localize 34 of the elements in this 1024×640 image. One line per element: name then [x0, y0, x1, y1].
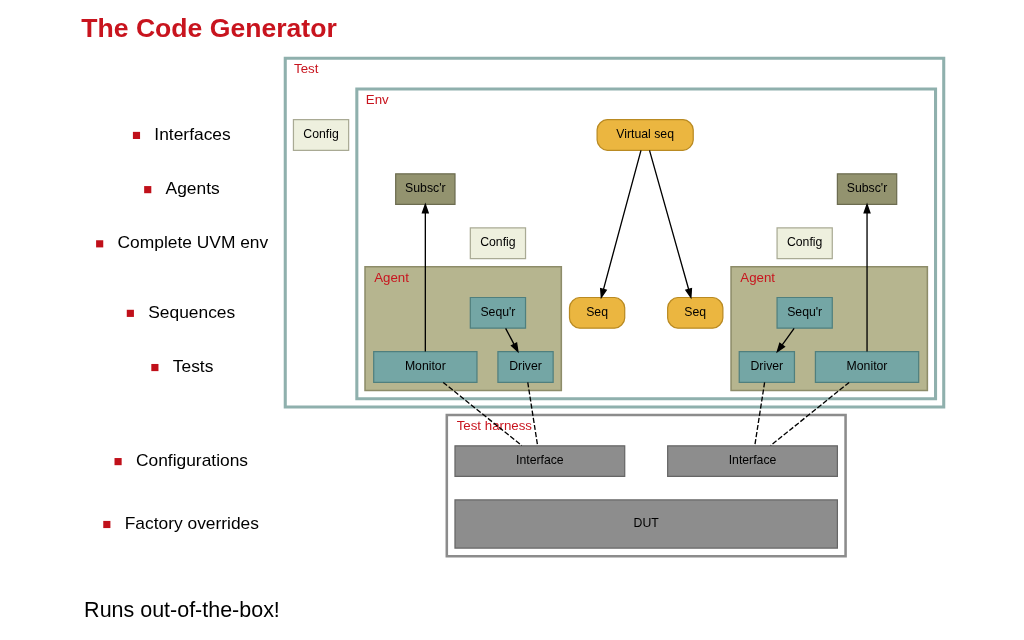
label: Sequences	[147, 301, 235, 322]
node-box: Monitor	[372, 351, 478, 383]
node-box: Sequ'r	[469, 296, 526, 329]
node-box: Config	[292, 118, 349, 151]
node-box: DUT	[453, 499, 838, 549]
label: Factory overrides	[124, 512, 259, 533]
node-box: Subsc'r	[836, 173, 897, 206]
connector	[769, 381, 850, 447]
label: Tests	[172, 355, 213, 376]
node-box: Monitor	[814, 351, 919, 383]
node-box: Sequ'r	[775, 296, 833, 329]
arrow	[862, 202, 871, 353]
node-box: Virtual seq	[596, 118, 694, 151]
node-box: Seq	[568, 296, 625, 329]
arrow	[599, 149, 642, 300]
label: Runs out-of-the-box!	[83, 598, 280, 623]
arrow	[648, 149, 692, 300]
arrow	[504, 327, 519, 354]
node-box: Interface	[666, 445, 838, 478]
node-box: Driver	[496, 351, 554, 383]
node-box: Subsc'r	[394, 173, 456, 206]
diagram-title: The Code Generator	[80, 12, 337, 43]
label: Agents	[165, 177, 220, 198]
label: Complete UVM env	[117, 232, 268, 253]
label: Configurations	[135, 449, 248, 470]
node-box: Config	[469, 227, 526, 260]
arrow	[421, 202, 429, 353]
node-box: Interface	[453, 445, 625, 478]
arrow	[775, 327, 795, 354]
label: Interfaces	[153, 123, 231, 144]
node-box: Seq	[666, 296, 723, 329]
node-box: Config	[775, 227, 833, 260]
node-box: Driver	[738, 351, 795, 383]
connector	[442, 381, 522, 447]
